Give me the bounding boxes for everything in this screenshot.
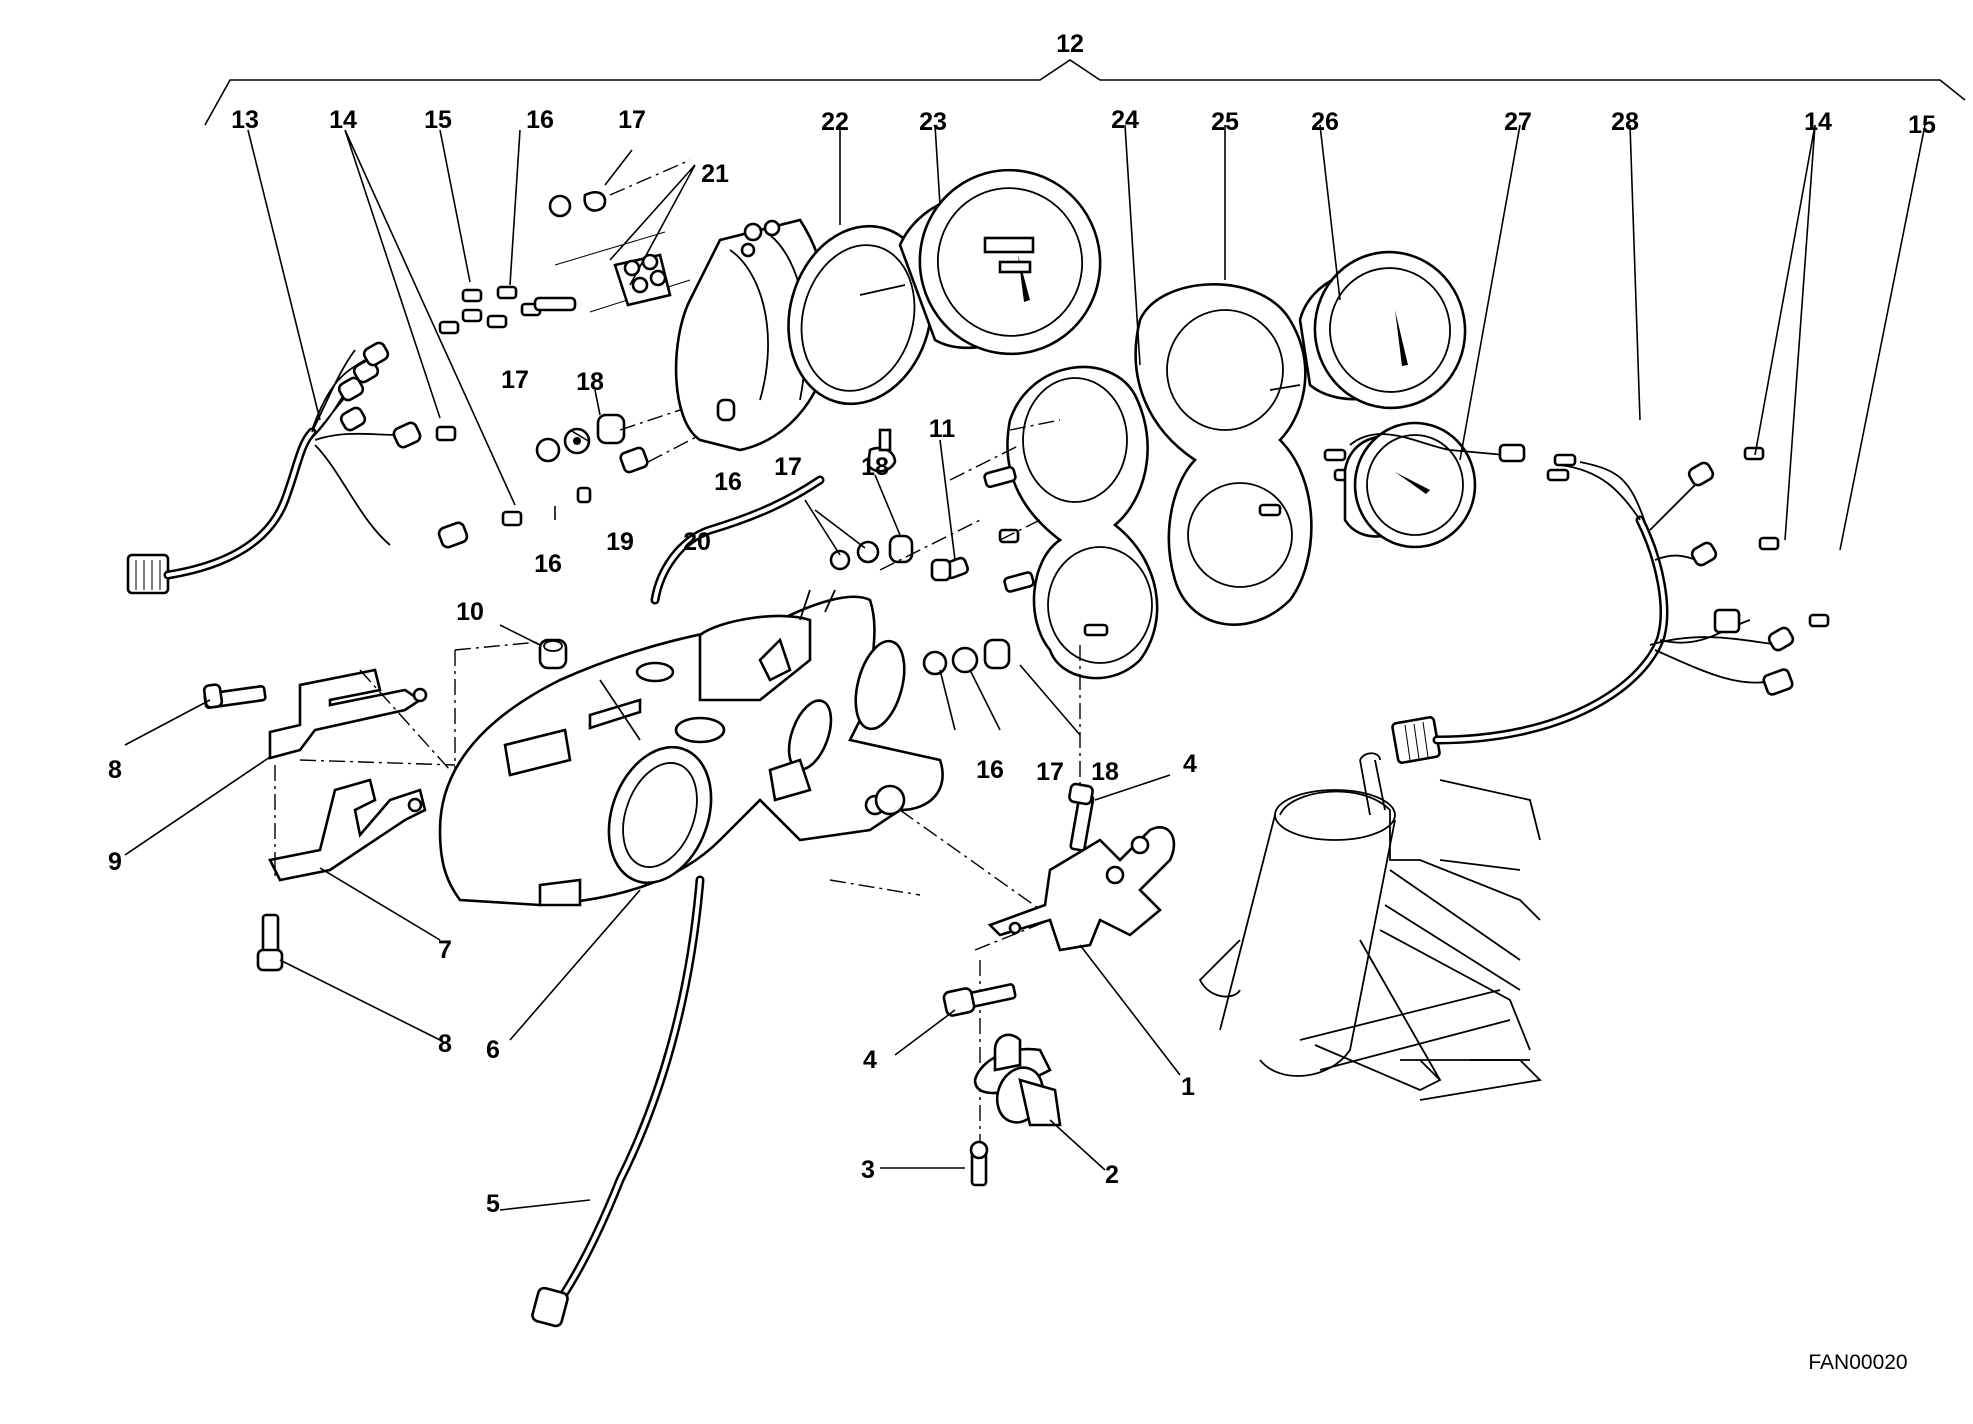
- callout-23: 23: [919, 108, 947, 136]
- callout-17: 17: [618, 106, 646, 134]
- speedometer-gauge-23: [859, 168, 1102, 356]
- assembly-12-bracket: [204, 59, 1966, 126]
- drawing-code: FAN00020: [1808, 1351, 1907, 1374]
- gauge-cover-25: [1134, 283, 1313, 626]
- callout-18: 18: [576, 368, 604, 396]
- callout-16: 16: [714, 468, 742, 496]
- left-bracket-7: [256, 778, 427, 972]
- callout-17: 17: [774, 453, 802, 481]
- callout-21: 21: [701, 160, 729, 188]
- screw-4-lower: [942, 983, 1017, 1017]
- callout-1: 1: [1181, 1073, 1195, 1101]
- tachometer-gauge-26: [1269, 250, 1467, 410]
- right-wiring-harness: [1391, 446, 1830, 765]
- bulb-holder-parts: [533, 159, 711, 504]
- gauge-cover-24: [1006, 365, 1159, 680]
- cylinder-2: [973, 1033, 1062, 1127]
- speedometer-cable-5: [531, 428, 981, 1328]
- callout-15: 15: [1908, 111, 1936, 139]
- callout-18: 18: [861, 453, 889, 481]
- callout-17: 17: [501, 366, 529, 394]
- left-wiring-harness: [126, 341, 469, 595]
- callout-14: 14: [1804, 108, 1832, 136]
- callout-9: 9: [108, 848, 122, 876]
- callout-24: 24: [1111, 106, 1139, 134]
- callout-7: 7: [438, 936, 452, 964]
- frame-head-tube: [1198, 752, 1542, 1101]
- callout-3: 3: [861, 1156, 875, 1184]
- callout-4: 4: [1183, 750, 1197, 778]
- small-gauge-27: [1343, 421, 1526, 549]
- callout-8: 8: [438, 1030, 452, 1058]
- callout-18: 18: [1091, 758, 1119, 786]
- fairing-bracket-6: [438, 589, 944, 907]
- callout-4: 4: [863, 1046, 877, 1074]
- callout-25: 25: [1211, 108, 1239, 136]
- left-bracket-9: [202, 668, 428, 760]
- mount-bracket-1: [987, 782, 1176, 952]
- callout-28: 28: [1611, 108, 1639, 136]
- callout-6: 6: [486, 1036, 500, 1064]
- callout-16: 16: [976, 756, 1004, 784]
- left-small-caps: [435, 285, 542, 527]
- grommet-10: [538, 638, 568, 670]
- callout-11: 11: [929, 415, 956, 443]
- callout-8: 8: [108, 756, 122, 784]
- callout-20: 20: [683, 528, 711, 556]
- leader-lines: [124, 124, 1926, 1211]
- callout-26: 26: [1311, 108, 1339, 136]
- callout-27: 27: [1504, 108, 1532, 136]
- callout-10: 10: [456, 598, 484, 626]
- callout-19: 19: [606, 528, 634, 556]
- callout-13: 13: [231, 106, 259, 134]
- callout-15: 15: [424, 106, 452, 134]
- callout-22: 22: [821, 108, 849, 136]
- callout-5: 5: [486, 1190, 500, 1218]
- callout-16: 16: [526, 106, 554, 134]
- screw-3: [969, 1140, 989, 1187]
- callout-16: 16: [534, 550, 562, 578]
- callout-14: 14: [329, 106, 357, 134]
- callout-numbers: 12 13 14 15 16 17 21 22 23 24 25 26 27 2…: [108, 30, 1936, 1218]
- callout-2: 2: [1105, 1161, 1119, 1189]
- instrument-housing-22: [674, 218, 933, 452]
- callout-17: 17: [1036, 758, 1064, 786]
- callout-12: 12: [1056, 30, 1084, 58]
